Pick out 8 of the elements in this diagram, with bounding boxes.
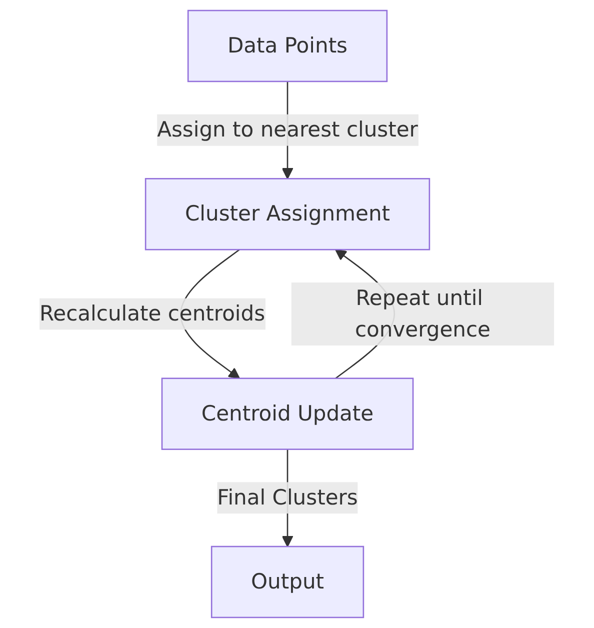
node-box: Output (211, 546, 364, 618)
edge-label: Final Clusters (217, 484, 358, 510)
node-box: Data Points (188, 10, 388, 82)
edge-label: Assign to nearest cluster (157, 116, 418, 142)
node-box: Cluster Assignment (145, 178, 430, 250)
edge-label: Recalculate centroids (40, 300, 266, 326)
node-box: Centroid Update (162, 378, 414, 450)
edge-label: Repeat until convergence (355, 285, 491, 342)
